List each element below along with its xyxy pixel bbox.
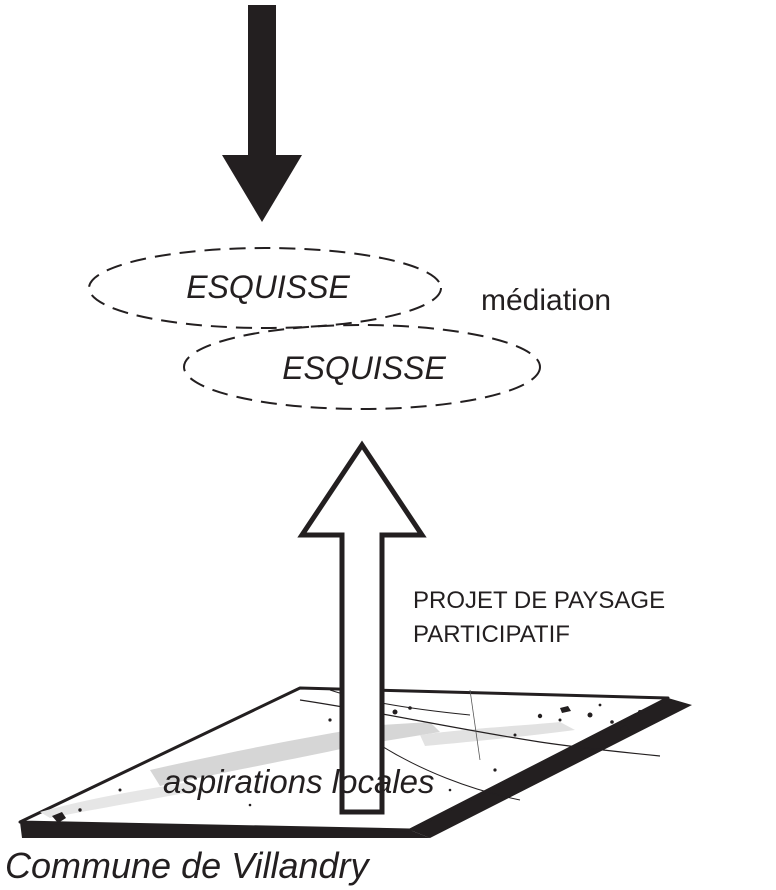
project-title-line2: PARTICIPATIF — [413, 621, 570, 648]
hollow-up-arrow — [297, 440, 427, 815]
project-title-line1: PROJET DE PAYSAGE — [413, 587, 665, 614]
sketch-ellipse-bottom — [183, 324, 541, 410]
commune-label: Commune de Villandry — [5, 845, 371, 886]
mediation-label: médiation — [481, 284, 611, 317]
sketch-ellipse-top — [88, 247, 442, 329]
sketch-bottom-label: ESQUISSE — [282, 350, 446, 386]
sketch-top-label: ESQUISSE — [186, 269, 350, 305]
top-down-arrow — [222, 5, 302, 222]
local-aspirations-label: aspirations locales — [163, 763, 434, 800]
